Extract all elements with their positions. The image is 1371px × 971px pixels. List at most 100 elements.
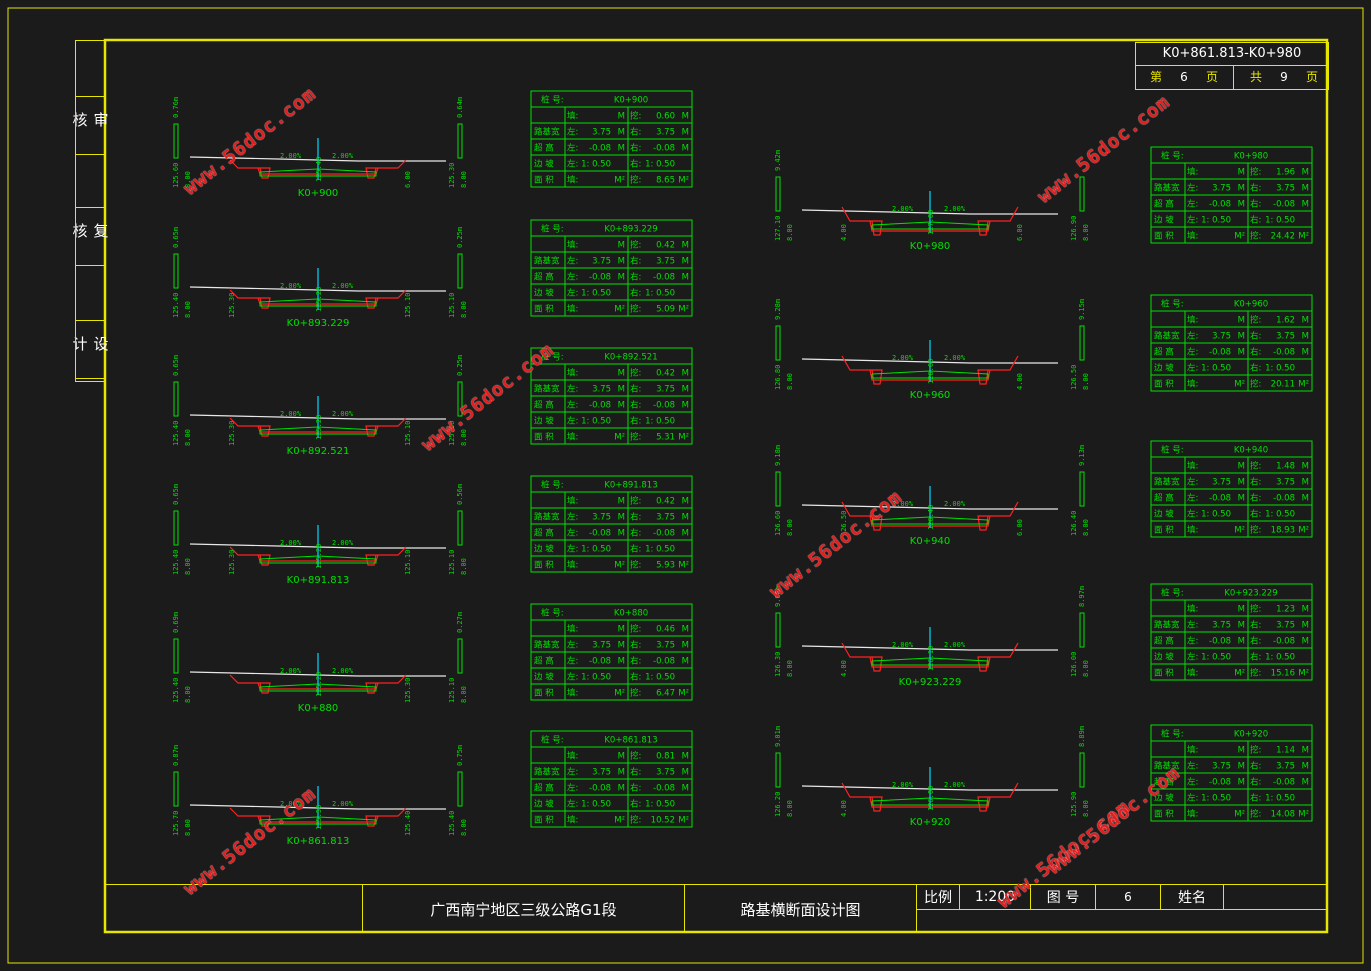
area-cut-key: 挖: bbox=[1250, 231, 1261, 242]
area-value: 15.16 bbox=[1271, 669, 1295, 679]
row-key: 路基宽 bbox=[1154, 761, 1180, 772]
right-width-label: 6.00 bbox=[404, 171, 412, 188]
area-fill-key: 填: bbox=[1187, 809, 1198, 820]
station-value: K0+920 bbox=[1234, 730, 1268, 740]
outer-border bbox=[7, 7, 1364, 964]
right-value: 1: 0.50 bbox=[1265, 364, 1295, 374]
row-key: 边 坡 bbox=[534, 288, 554, 299]
station-label: K0+893.229 bbox=[287, 318, 350, 329]
row-key: 路基宽 bbox=[1154, 477, 1180, 488]
cross-slope-right: 2.00% bbox=[944, 205, 966, 213]
left-marker bbox=[775, 471, 781, 507]
cross-slope-left: 2.00% bbox=[280, 800, 302, 808]
left-value: 3.75 bbox=[1212, 762, 1231, 772]
station-value: K0+880 bbox=[614, 609, 648, 619]
right-unit: M bbox=[682, 784, 689, 794]
left-key: 左: bbox=[567, 416, 578, 427]
area-fill-unit: M² bbox=[614, 433, 625, 443]
row-key: 边 坡 bbox=[1154, 215, 1174, 226]
right-value: 1: 0.50 bbox=[1265, 653, 1295, 663]
station-label: K0+892.521 bbox=[287, 446, 350, 457]
cut-key: 挖: bbox=[1250, 167, 1261, 178]
station-value: K0+980 bbox=[1234, 152, 1268, 162]
row-key: 超 高 bbox=[1154, 636, 1174, 647]
fill-unit: M bbox=[618, 752, 625, 762]
right-edge-label: 8.00 bbox=[1082, 800, 1090, 817]
station-label: K0+861.813 bbox=[287, 836, 350, 847]
station-value: K0+923.229 bbox=[1224, 589, 1277, 599]
station-key: 桩 号: bbox=[1161, 151, 1184, 162]
right-key: 右: bbox=[1250, 793, 1261, 804]
area-fill-unit: M² bbox=[1234, 669, 1245, 679]
area-key: 面 积 bbox=[1154, 668, 1174, 679]
left-key: 左: bbox=[567, 384, 578, 395]
right-unit: M bbox=[1302, 621, 1309, 631]
left-value: 3.75 bbox=[1212, 621, 1231, 631]
area-value: 8.65 bbox=[656, 176, 675, 186]
cut-value: 0.81 bbox=[656, 752, 675, 762]
fill-key: 填: bbox=[567, 496, 578, 507]
row-key: 超 高 bbox=[534, 272, 554, 283]
right-value: -0.08 bbox=[653, 529, 675, 539]
area-cut-key: 挖: bbox=[1250, 809, 1261, 820]
right-edge-label: 8.00 bbox=[1082, 519, 1090, 536]
row-key: 超 高 bbox=[534, 528, 554, 539]
right-key: 右: bbox=[630, 672, 641, 683]
pavement-line bbox=[259, 426, 377, 435]
left-marker bbox=[173, 123, 179, 159]
title-block: 广西南宁地区三级公路G1段 路基横断面设计图 比例 1:200 图 号 6 姓名 bbox=[105, 884, 1327, 933]
right-value: -0.08 bbox=[1273, 348, 1295, 358]
right-key: 右: bbox=[630, 159, 641, 170]
cut-unit: M bbox=[682, 625, 689, 635]
area-value: 5.31 bbox=[656, 433, 675, 443]
area-unit: M² bbox=[678, 176, 689, 186]
left-top-label: 0.65m bbox=[172, 484, 180, 505]
drawing-name: 路基横断面设计图 bbox=[685, 885, 917, 933]
left-top-label: 0.69m bbox=[172, 612, 180, 633]
area-unit: M² bbox=[1298, 810, 1309, 820]
station-label: K0+880 bbox=[298, 703, 338, 714]
cut-key: 挖: bbox=[630, 368, 641, 379]
left-key: 左: bbox=[1187, 363, 1198, 374]
right-top-label: 0.27m bbox=[456, 612, 464, 633]
cut-key: 挖: bbox=[1250, 315, 1261, 326]
left-unit: M bbox=[1238, 332, 1245, 342]
area-fill-key: 填: bbox=[1187, 668, 1198, 679]
area-unit: M² bbox=[678, 305, 689, 315]
right-top-label: 0.56m bbox=[456, 484, 464, 505]
right-value: 3.75 bbox=[656, 128, 675, 138]
left-value: 1: 0.50 bbox=[581, 673, 611, 683]
row-key: 边 坡 bbox=[1154, 793, 1174, 804]
row-key: 超 高 bbox=[1154, 493, 1174, 504]
right-unit: M bbox=[682, 657, 689, 667]
right-key: 右: bbox=[1250, 652, 1261, 663]
left-marker bbox=[173, 253, 179, 289]
sheet-header: K0+861.813-K0+980 第 6 页 共 9 页 bbox=[1135, 42, 1329, 90]
right-value: 3.75 bbox=[656, 513, 675, 523]
fill-key: 填: bbox=[1187, 315, 1198, 326]
right-value: -0.08 bbox=[1273, 494, 1295, 504]
left-value: -0.08 bbox=[1209, 348, 1231, 358]
row-key: 超 高 bbox=[1154, 199, 1174, 210]
cut-value: 0.42 bbox=[656, 369, 675, 379]
station-value: K0+900 bbox=[614, 96, 648, 106]
area-key: 面 积 bbox=[534, 175, 554, 186]
right-key: 右: bbox=[1250, 199, 1261, 210]
cut-value: 1.23 bbox=[1276, 605, 1295, 615]
cut-key: 挖: bbox=[630, 751, 641, 762]
station-value: K0+861.813 bbox=[604, 736, 657, 746]
cross-slope-left: 2.00% bbox=[280, 539, 302, 547]
station-value: K0+891.813 bbox=[604, 481, 657, 491]
center-elev-label: 125.50 bbox=[315, 805, 323, 830]
area-fill-key: 填: bbox=[567, 304, 578, 315]
right-elev-label: 125.10 bbox=[448, 421, 456, 446]
left-unit: M bbox=[1238, 762, 1245, 772]
left-edge-label: 8.00 bbox=[786, 224, 794, 241]
station-value: K0+960 bbox=[1234, 300, 1268, 310]
cross-slope-left: 2.00% bbox=[892, 781, 914, 789]
fill-unit: M bbox=[1238, 168, 1245, 178]
right-key: 右: bbox=[630, 799, 641, 810]
left-key: 左: bbox=[567, 272, 578, 283]
